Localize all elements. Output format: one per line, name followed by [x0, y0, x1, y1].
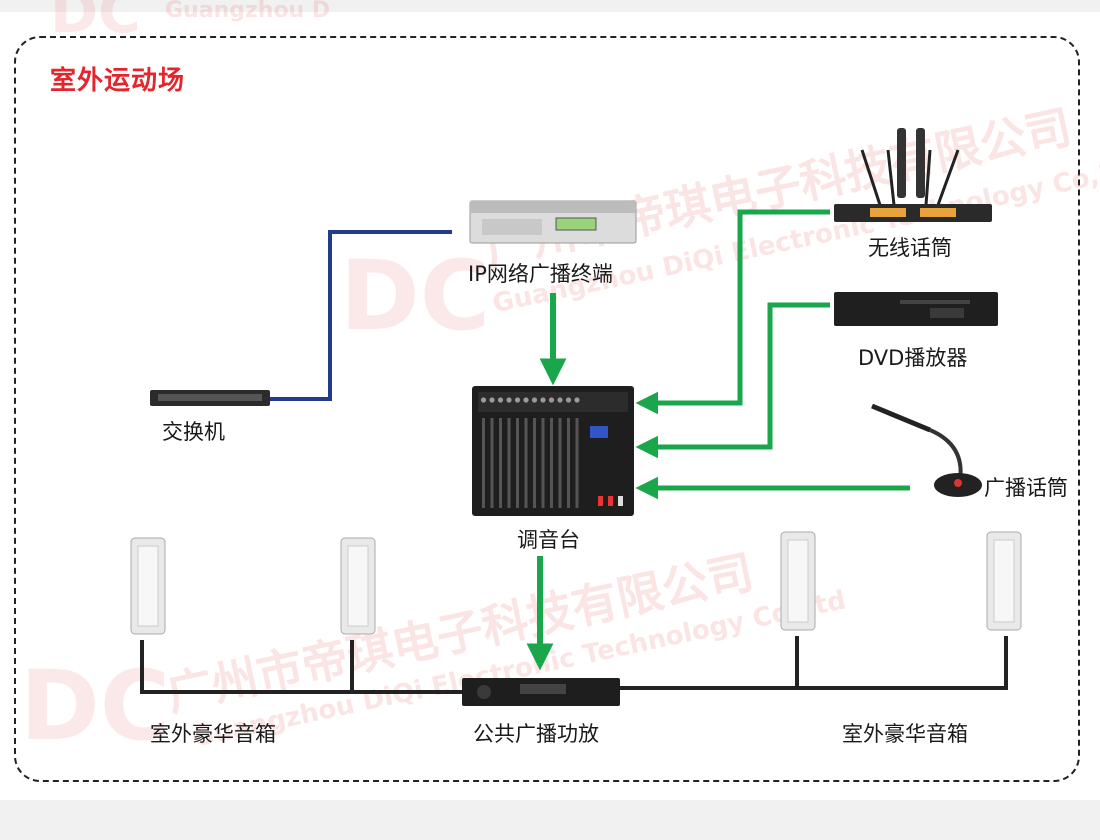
- label-switch: 交换机: [162, 420, 225, 444]
- label-amplifier: 公共广播功放: [473, 722, 599, 746]
- mixer-channel-strip: [533, 418, 536, 508]
- mixer-channel-strip: [567, 418, 570, 508]
- label-dvd: DVD播放器: [858, 346, 968, 370]
- arrow-wireless-to-mixer: [635, 209, 830, 415]
- speaker-left-1: [130, 537, 166, 635]
- label-paging-mic: 广播话筒: [984, 476, 1068, 500]
- paging-mic-device: [871, 403, 982, 497]
- mixer-knob: [480, 397, 487, 403]
- label-wireless-mic: 无线话筒: [868, 236, 952, 260]
- mixer-channel-strip: [550, 418, 553, 508]
- mixer-knob: [540, 397, 546, 403]
- mixer-channel-strip: [558, 418, 562, 508]
- mixer-channel-strip: [575, 418, 579, 508]
- network-link: [270, 230, 452, 401]
- watermark-en-top: Guangzhou D: [165, 0, 331, 23]
- mixer-knob: [548, 397, 555, 403]
- wireless-mic-device: [834, 128, 992, 222]
- speaker-line-right: [620, 636, 1008, 690]
- mixer-knob: [557, 397, 563, 403]
- mixer-knob: [531, 397, 538, 403]
- amplifier-device: [462, 678, 620, 706]
- mixer-channel-strip: [507, 418, 511, 508]
- watermark-logo-bottom: DC: [20, 650, 171, 762]
- mixer-channel-strip: [516, 418, 519, 508]
- label-speakers-right: 室外豪华音箱: [842, 722, 968, 746]
- mixer-knob: [506, 397, 512, 403]
- speaker-right-2: [986, 531, 1022, 631]
- dashed-frame: [14, 36, 1080, 782]
- mixer-knob: [514, 397, 521, 403]
- label-speakers-left: 室外豪华音箱: [150, 722, 276, 746]
- dvd-device: [834, 292, 998, 326]
- mixer-knob: [574, 397, 580, 403]
- arrow-dvd-to-mixer: [635, 302, 830, 459]
- mixer-knob: [489, 397, 495, 403]
- mixer-channel-strip: [541, 418, 545, 508]
- mixer-channel-strip: [482, 418, 485, 508]
- switch-device: [150, 390, 270, 406]
- ip-terminal-device: [469, 200, 637, 244]
- watermark-logo-top: DC: [50, 0, 141, 46]
- mixer-channels: [480, 397, 580, 508]
- mixer-knob: [497, 397, 504, 403]
- speaker-left-2: [340, 537, 376, 635]
- mixer-channel-strip: [524, 418, 528, 508]
- mixer-channel-strip: [490, 418, 494, 508]
- watermark-logo-mid: DC: [340, 240, 491, 352]
- mixer-channel-strip: [499, 418, 502, 508]
- label-ip-terminal: IP网络广播终端: [468, 262, 613, 286]
- label-mixer: 调音台: [517, 528, 580, 552]
- mixer-knob: [523, 397, 529, 403]
- speaker-right-1: [780, 531, 816, 631]
- speaker-line-left: [140, 640, 462, 694]
- mixer-knob: [565, 397, 572, 403]
- page-title: 室外运动场: [50, 66, 186, 96]
